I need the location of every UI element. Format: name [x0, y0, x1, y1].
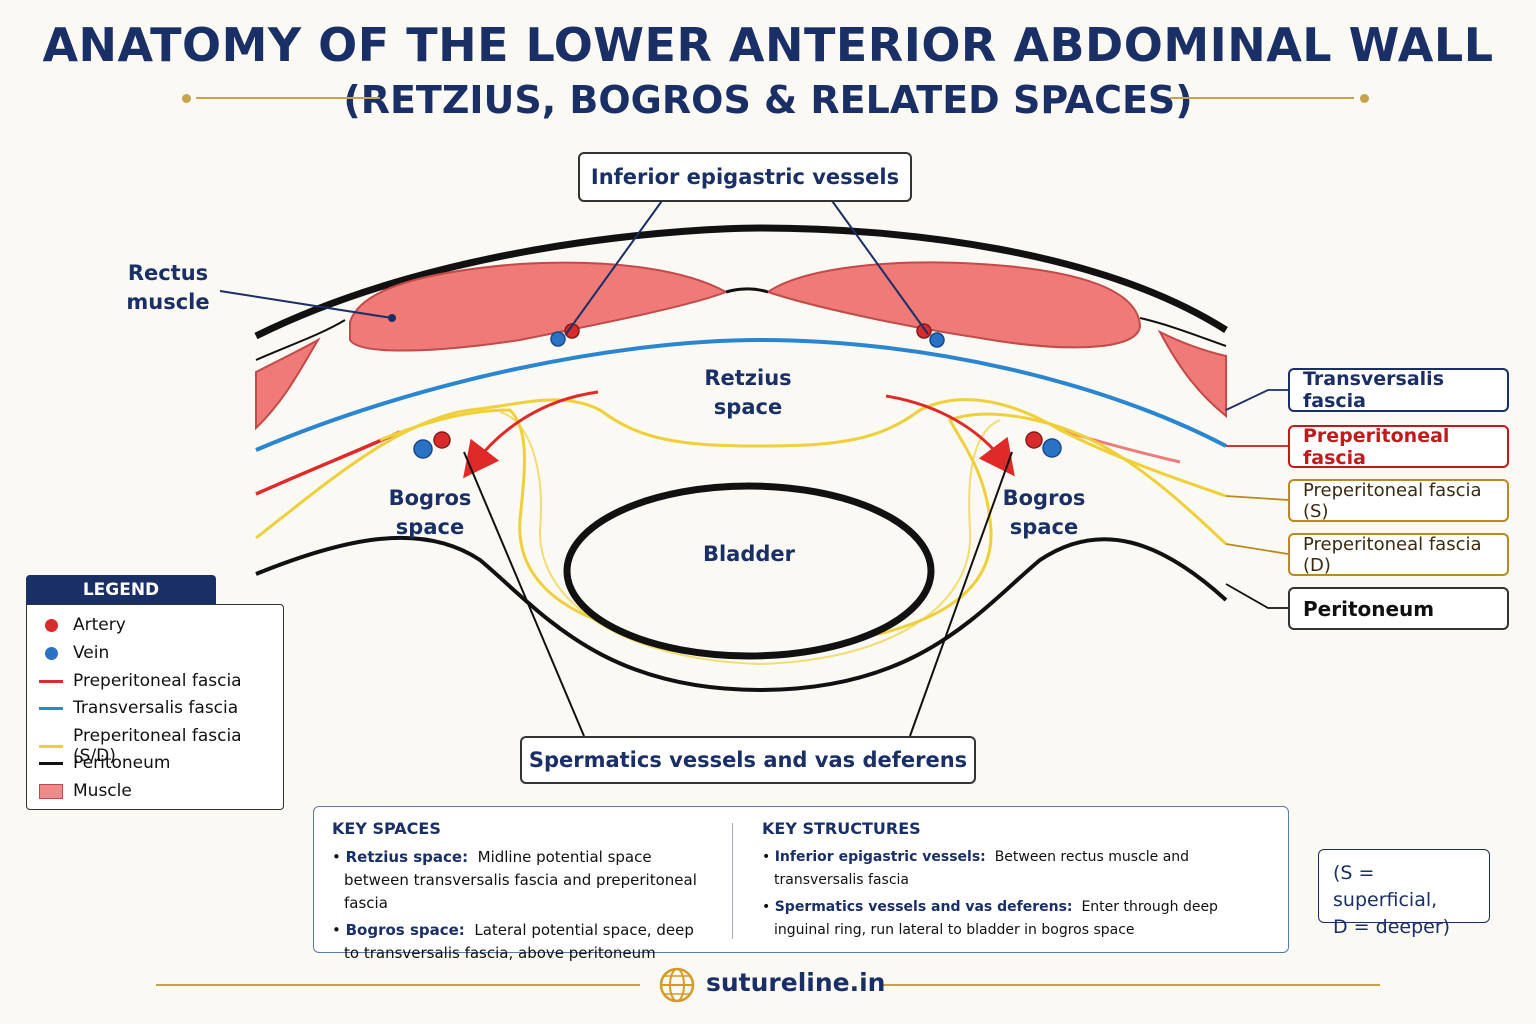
- label-spermatic-text: Spermatics vessels and vas deferens: [528, 748, 968, 772]
- lateral-muscle-right: [1157, 329, 1227, 419]
- spermatic-vein-left: [413, 439, 433, 459]
- lateral-muscle-line-left: [255, 319, 346, 361]
- page-subtitle: (RETZIUS, BOGROS & RELATED SPACES): [343, 78, 1193, 122]
- label-preperitoneal-d-text: Preperitoneal fascia (D): [1303, 533, 1482, 576]
- leader-epigastric-left: [565, 197, 665, 335]
- peritoneum-line: [255, 535, 1228, 693]
- vein-dot-icon: [44, 646, 58, 660]
- inferior-epigastric-vein-right: [929, 332, 945, 348]
- footer-site-link[interactable]: sutureline.in: [706, 968, 886, 997]
- spermatic-artery-left: [433, 431, 451, 449]
- abbreviation-note: (S = superficial, D = deeper): [1318, 849, 1490, 938]
- inferior-epigastric-artery-right: [916, 323, 932, 339]
- leader-epigastric-right: [829, 197, 929, 335]
- info-divider: [732, 823, 733, 939]
- label-preperitoneal-s: Preperitoneal fascia (S): [1288, 479, 1509, 522]
- label-preperitoneal-d: Preperitoneal fascia (D): [1288, 533, 1509, 576]
- leader-preperitoneal-d: [1225, 543, 1289, 555]
- page-title: ANATOMY OF THE LOWER ANTERIOR ABDOMINAL …: [42, 18, 1494, 72]
- label-spermatic: Spermatics vessels and vas deferens: [520, 736, 976, 784]
- label-peritoneum-text: Peritoneum: [1303, 596, 1435, 621]
- legend-item-label: Peritoneum: [73, 753, 171, 773]
- key-structures-column: KEY STRUCTURES • Inferior epigastric ves…: [762, 819, 1278, 946]
- legend-item-artery: Artery: [39, 615, 126, 635]
- leader-transversalis: [1225, 389, 1288, 411]
- legend-item-muscle: Muscle: [39, 781, 132, 801]
- legend-item-vein: Vein: [39, 643, 109, 663]
- key-structures-heading: KEY STRUCTURES: [762, 819, 921, 838]
- label-preperitoneal-s-text: Preperitoneal fascia (S): [1303, 479, 1482, 522]
- rectus-muscle-right: [765, 261, 1142, 349]
- preperitoneal-s-layer: [255, 398, 1227, 540]
- key-spaces-column: KEY SPACES • Retzius space: Midline pote…: [332, 819, 712, 969]
- leader-rectus-dot: [388, 314, 396, 322]
- linea-alba: [725, 287, 769, 294]
- red-line-icon: [39, 679, 63, 683]
- preperitoneal-fascia-right: [1059, 428, 1181, 464]
- key-structure-item: • Spermatics vessels and vas deferens: E…: [762, 899, 1218, 938]
- lateral-muscle-left: [255, 337, 321, 431]
- artery-dot-icon: [44, 618, 58, 632]
- label-bladder: Bladder: [702, 542, 796, 566]
- legend-item-label: Preperitoneal fascia (S/D): [73, 726, 242, 766]
- title-ornament-right-line: [1170, 97, 1354, 99]
- key-spaces-heading: KEY SPACES: [332, 819, 441, 838]
- inferior-epigastric-vein-left: [550, 331, 566, 347]
- key-space-item: • Bogros space: Lateral potential space,…: [332, 921, 694, 962]
- lateral-muscle-line-right: [1139, 317, 1227, 347]
- leader-spermatic-right: [909, 451, 1013, 737]
- key-structure-item: • Inferior epigastric vessels: Between r…: [762, 849, 1190, 888]
- preperitoneal-d-inner: [499, 411, 1001, 666]
- spermatic-artery-right: [1025, 431, 1043, 449]
- globe-icon: [659, 967, 695, 1003]
- legend-item-transversalis: Transversalis fascia: [39, 698, 238, 718]
- legend-item-peritoneum: Peritoneum: [39, 753, 170, 773]
- label-peritoneum: Peritoneum: [1288, 587, 1509, 630]
- black-line-icon: [39, 761, 63, 765]
- key-space-item: • Retzius space: Midline potential space…: [332, 848, 697, 912]
- title-ornament-left-line: [196, 97, 380, 99]
- legend-item-label: Vein: [73, 643, 110, 663]
- label-inferior-epigastric: Inferior epigastric vessels: [578, 152, 912, 202]
- label-transversalis: Transversalis fascia: [1288, 368, 1509, 412]
- note-line: (S = superficial,: [1333, 862, 1438, 911]
- leader-rectus: [219, 290, 393, 319]
- yellow-line-icon: [39, 744, 63, 748]
- legend: LEGEND Artery Vein Preperitoneal fascia …: [26, 575, 284, 810]
- label-transversalis-text: Transversalis fascia: [1303, 368, 1445, 412]
- leader-peritoneum: [1225, 583, 1288, 609]
- label-inferior-epigastric-text: Inferior epigastric vessels: [590, 165, 900, 189]
- label-preperitoneal: Preperitoneal fascia: [1288, 424, 1509, 469]
- legend-body: Artery Vein Preperitoneal fascia Transve…: [26, 604, 284, 810]
- title-ornament-right-dot: [1360, 94, 1369, 103]
- legend-item-label: Transversalis fascia: [73, 698, 239, 718]
- leader-preperitoneal-s: [1225, 495, 1289, 501]
- spermatic-arrow-right: [885, 394, 1015, 477]
- label-preperitoneal-text: Preperitoneal fascia: [1303, 424, 1450, 469]
- bladder-outline: [563, 482, 935, 660]
- muscle-swatch-icon: [39, 783, 63, 799]
- spermatic-vein-right: [1042, 438, 1062, 458]
- legend-item-label: Artery: [73, 615, 126, 635]
- outer-wall-line: [254, 224, 1228, 340]
- legend-item-preperitoneal: Preperitoneal fascia: [39, 671, 242, 691]
- title-ornament-left-dot: [182, 94, 191, 103]
- leader-spermatic-left: [463, 451, 585, 737]
- legend-item-label: Preperitoneal fascia: [73, 671, 242, 691]
- note-line: D = deeper): [1333, 916, 1451, 938]
- legend-item-preperitoneal-sd: Preperitoneal fascia (S/D): [39, 726, 283, 766]
- spermatic-arrow-left: [463, 390, 599, 479]
- blue-line-icon: [39, 706, 63, 710]
- transversalis-fascia-line: [255, 337, 1227, 452]
- legend-item-label: Muscle: [73, 781, 132, 801]
- key-info-panel: KEY SPACES • Retzius space: Midline pote…: [313, 806, 1289, 962]
- legend-title: LEGEND: [26, 575, 216, 605]
